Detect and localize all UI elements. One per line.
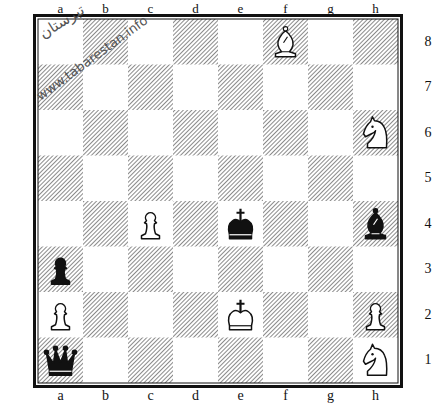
black-bishop (366, 209, 386, 239)
dark-square (308, 156, 353, 202)
white-knight (364, 344, 387, 375)
dark-square (263, 110, 308, 156)
board-outer-frame (35, 16, 402, 387)
dark-square (38, 338, 83, 384)
file-letter: e (238, 2, 244, 15)
file-letter: h (372, 389, 379, 403)
white-knight (364, 117, 387, 148)
rank-number: 3 (425, 262, 432, 276)
dark-square (173, 292, 218, 338)
file-letter: b (102, 389, 109, 403)
file-letter: g (327, 2, 334, 15)
rank-number: 1 (425, 353, 432, 367)
file-letter: c (147, 389, 153, 403)
dark-square (38, 156, 83, 202)
white-pawn (142, 213, 160, 239)
dark-square (308, 247, 353, 293)
file-letter: a (57, 389, 63, 403)
dark-square (263, 201, 308, 247)
chess-pieces (44, 27, 386, 376)
dark-square (218, 156, 263, 202)
dark-square (83, 110, 128, 156)
dark-square (353, 110, 398, 156)
dark-square (218, 247, 263, 293)
black-pawn (52, 258, 70, 284)
dark-square (218, 338, 263, 384)
file-letter: c (148, 2, 154, 15)
file-letter: h (372, 2, 379, 15)
rank-number: 4 (425, 217, 432, 231)
file-letter: a (58, 2, 64, 15)
dark-square (173, 19, 218, 65)
rank-number: 2 (425, 308, 432, 322)
rank-number: 8 (425, 35, 432, 49)
dark-square (128, 247, 173, 293)
dark-square (83, 292, 128, 338)
dark-square (308, 65, 353, 111)
white-king (229, 300, 253, 330)
white-bishop (276, 27, 296, 57)
dark-square (128, 65, 173, 111)
board-inner-frame (38, 19, 398, 383)
file-letter: f (283, 2, 287, 15)
dark-square (83, 201, 128, 247)
rank-number: 5 (425, 171, 432, 185)
dark-square (263, 292, 308, 338)
dark-square (308, 338, 353, 384)
dark-square (128, 338, 173, 384)
dark-square (218, 65, 263, 111)
dark-square (173, 110, 218, 156)
white-pawn (52, 304, 70, 330)
black-queen (44, 346, 76, 375)
dark-square (353, 292, 398, 338)
dark-square (173, 201, 218, 247)
dark-square (353, 201, 398, 247)
file-letter: b (102, 2, 109, 15)
file-letter: d (192, 389, 199, 403)
dark-square (38, 247, 83, 293)
file-letter: g (327, 389, 334, 403)
dark-square (353, 19, 398, 65)
rank-number: 7 (425, 80, 432, 94)
file-letter: e (237, 389, 243, 403)
rank-number: 6 (425, 126, 432, 140)
white-pawn (367, 304, 385, 330)
file-letter: d (192, 2, 199, 15)
board-squares (38, 19, 398, 383)
dark-square (263, 19, 308, 65)
file-letter: f (283, 389, 288, 403)
dark-square (128, 156, 173, 202)
black-king (229, 209, 253, 239)
